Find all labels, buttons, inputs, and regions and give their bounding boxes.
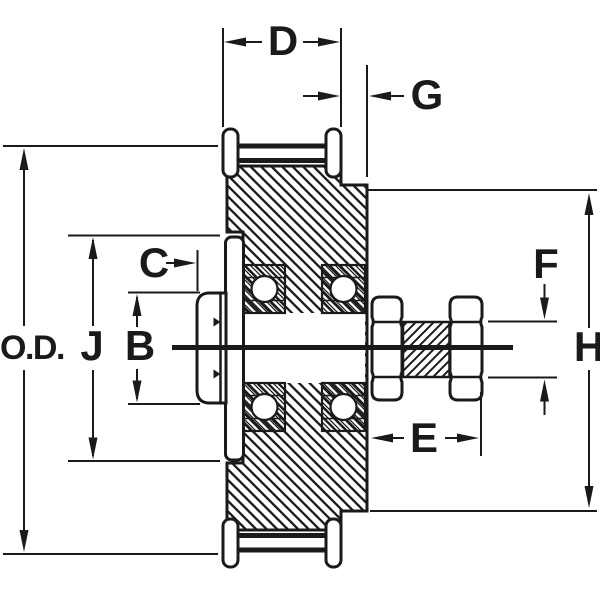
dim-label-f: F [533, 240, 559, 287]
dim-C: C [139, 239, 199, 291]
bearing-ball [329, 392, 358, 422]
flange-caps [221, 127, 343, 569]
dim-label-d: D [268, 17, 298, 64]
dim-label-c: C [139, 239, 169, 286]
dim-H: H [368, 189, 600, 512]
dim-G: G [303, 65, 443, 177]
centerline [172, 345, 513, 350]
dim-F: F [488, 240, 559, 415]
dim-label-j: J [80, 322, 103, 369]
dim-OD: O.D. [0, 145, 218, 555]
bearing-ball [250, 392, 279, 422]
dim-B: B [125, 291, 200, 405]
dim-label-od: O.D. [0, 329, 64, 367]
dim-label-h: H [574, 323, 600, 370]
bearing-right [320, 263, 367, 433]
dim-E: E [371, 392, 482, 461]
dim-J: J [68, 234, 220, 462]
dim-label-b: B [125, 322, 155, 369]
dim-D: D [222, 17, 342, 127]
bearing-ball [329, 274, 358, 304]
bearing-ball [250, 274, 279, 304]
dim-label-g: G [411, 71, 444, 118]
dim-label-e: E [410, 414, 438, 461]
rim-lines [238, 143, 326, 553]
bearing-left [242, 263, 287, 433]
